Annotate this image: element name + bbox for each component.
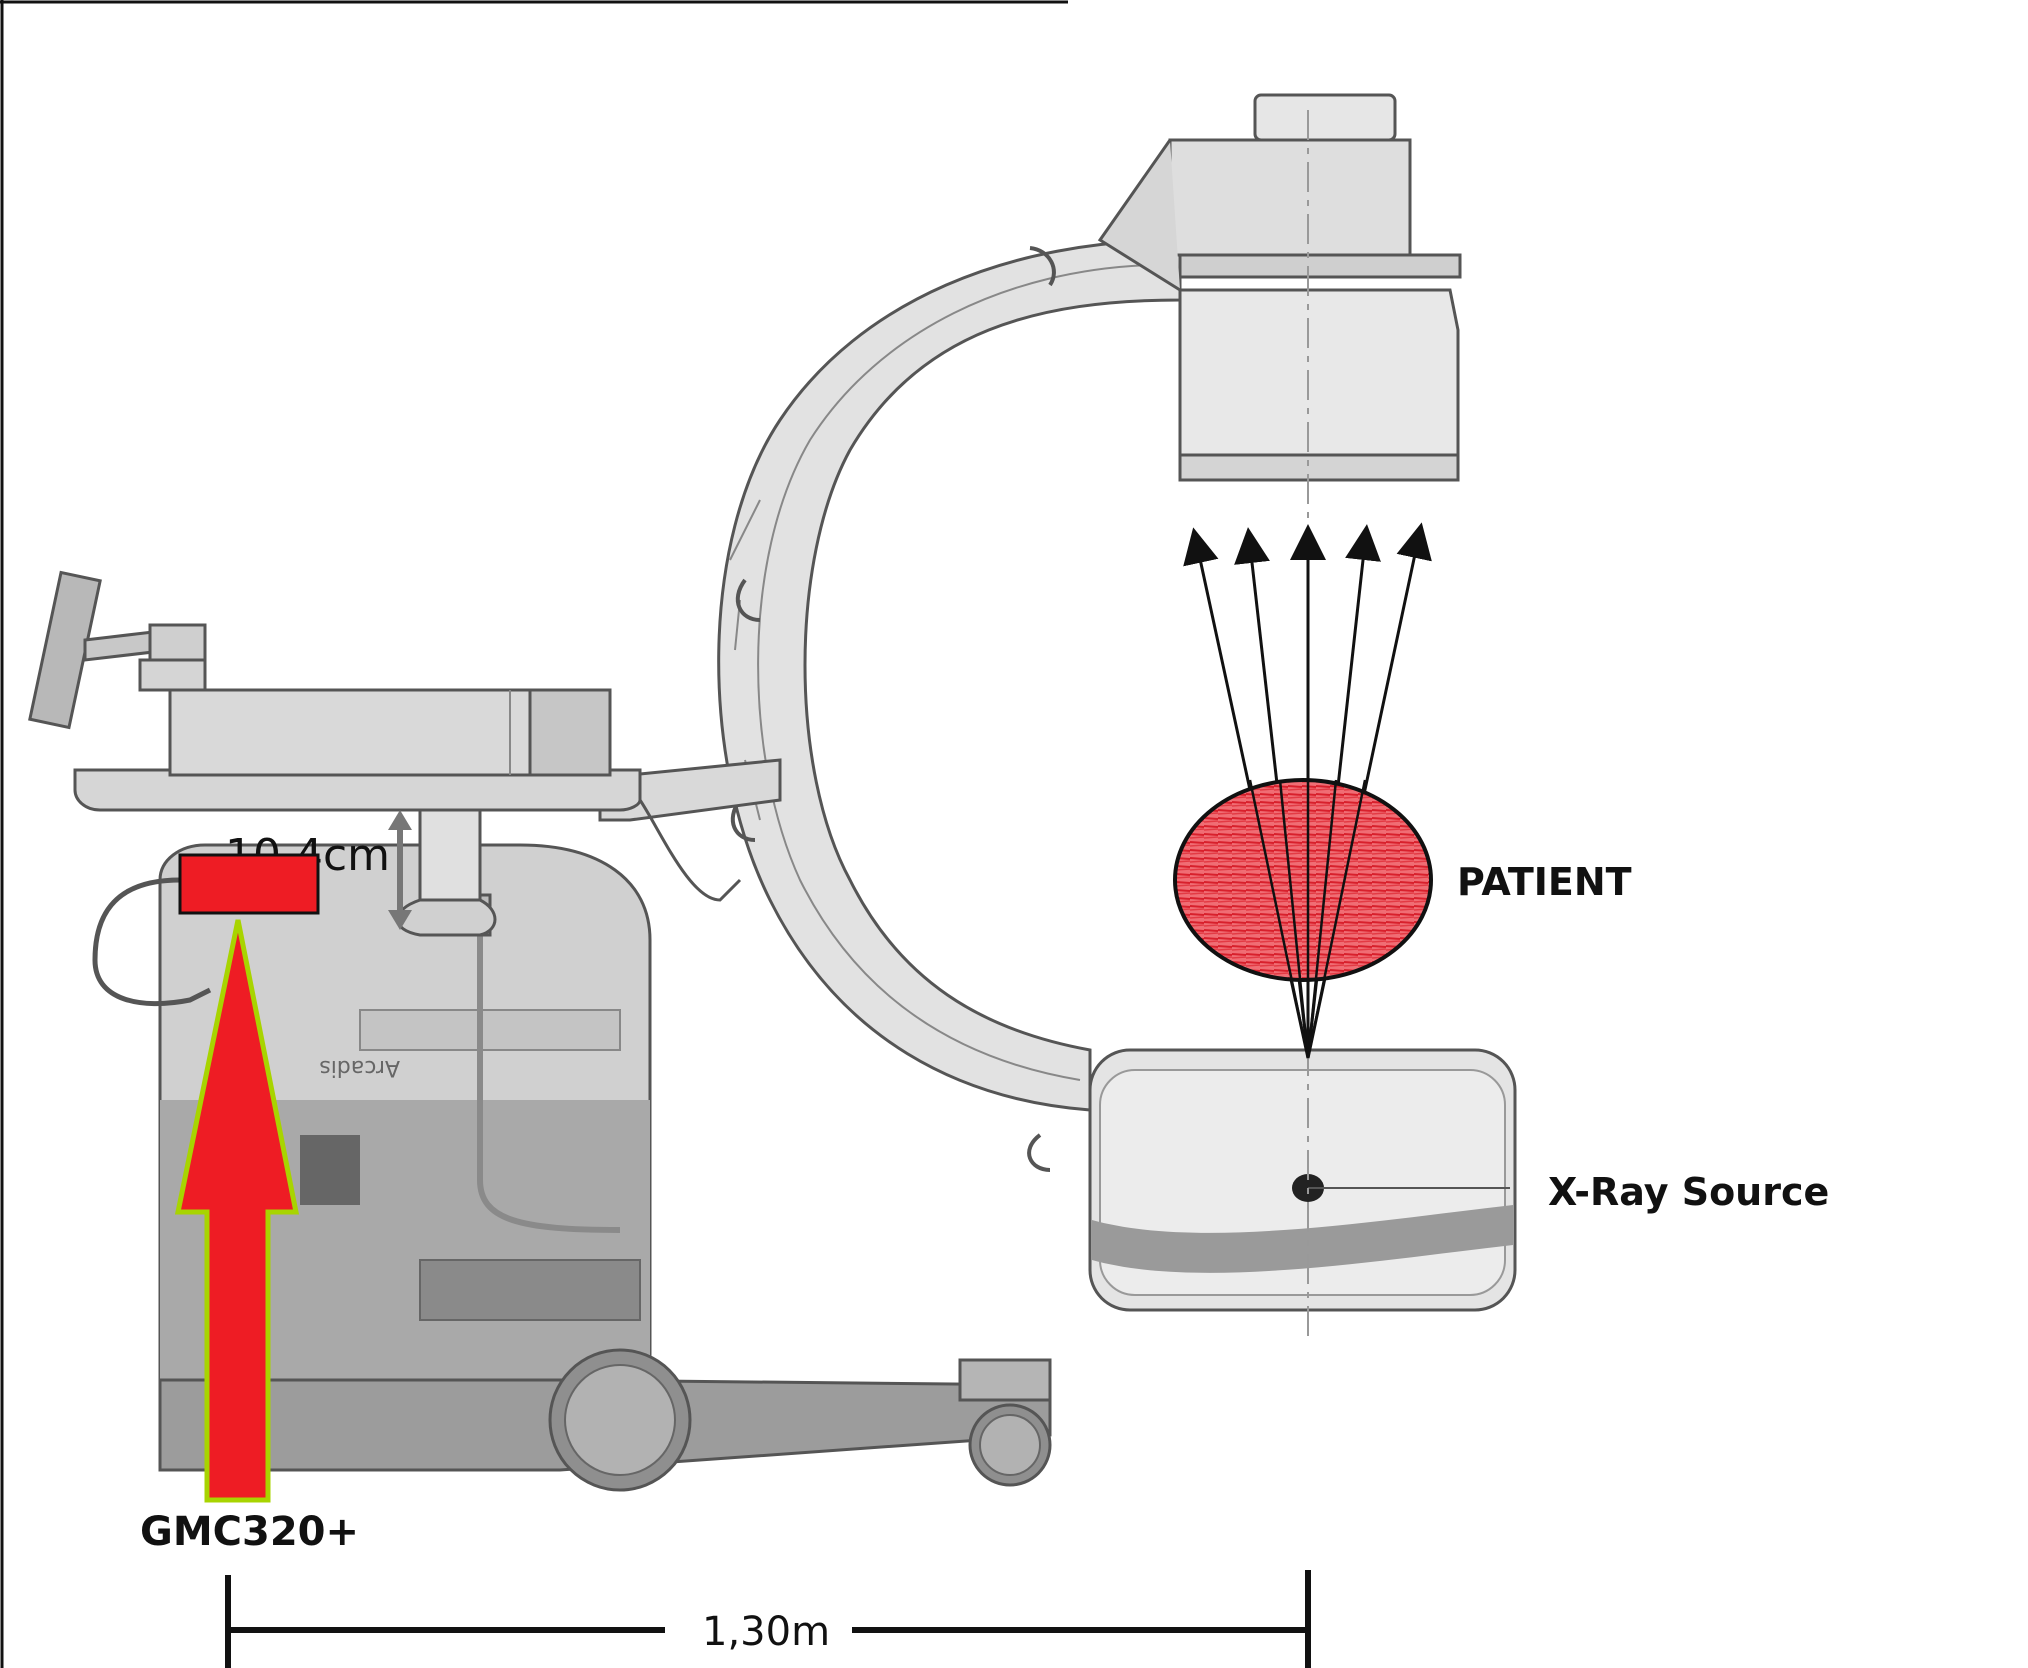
patient-label: PATIENT	[1457, 860, 1632, 904]
distance-dimension	[225, 1570, 1311, 1668]
cart-handle	[92, 877, 212, 1007]
detector-label: GMC320+	[140, 1509, 359, 1555]
control-shelf	[73, 768, 642, 812]
beam-over-patient	[1248, 779, 1367, 1059]
x-ray-source-label: X-Ray Source	[1548, 1170, 1829, 1214]
cable	[477, 905, 621, 1233]
c-arc	[717, 238, 1182, 1112]
c-arm-machine: Arcadis	[28, 93, 1517, 1492]
frame-lines	[0, 0, 1068, 1668]
image-intensifier-cap	[1253, 93, 1397, 142]
patient-ellipse	[1173, 778, 1433, 982]
image-intensifier-housing	[1168, 138, 1412, 257]
detector-marker	[178, 853, 320, 915]
image-intensifier-body	[1178, 288, 1460, 477]
svg-text:Arcadis: Arcadis	[319, 1055, 400, 1080]
distance-label: 1,30m	[702, 1609, 830, 1655]
horizontal-arm	[598, 758, 782, 822]
red-up-arrow	[174, 919, 300, 1503]
